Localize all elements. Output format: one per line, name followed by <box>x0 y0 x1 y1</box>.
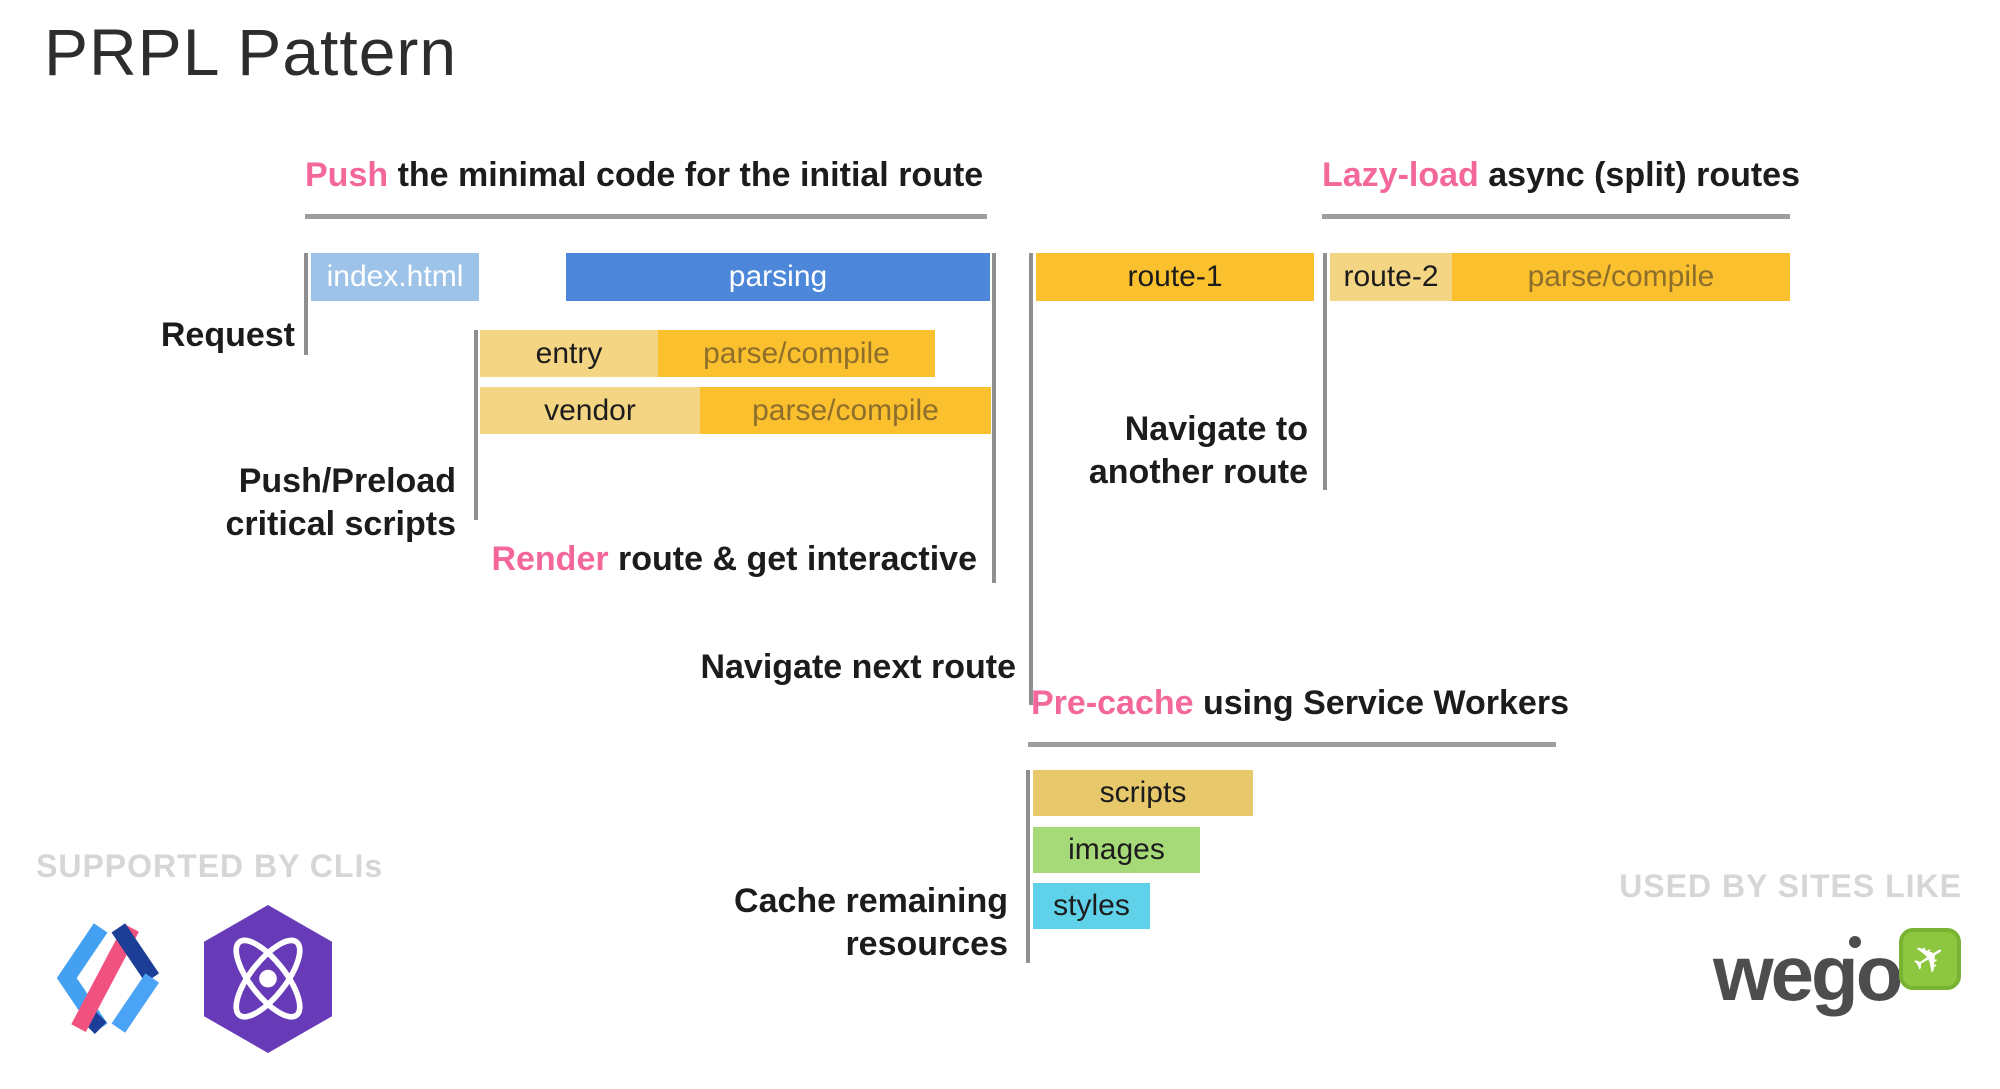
page-title: PRPL Pattern <box>44 15 458 89</box>
images-bar: images <box>1033 827 1200 873</box>
route-1-label: route-1 <box>1127 260 1223 293</box>
scripts-bar: scripts <box>1033 770 1253 816</box>
entry-parse-compile-label: parse/compile <box>703 336 890 370</box>
route-2-parse-compile-label: parse/compile <box>1527 260 1715 293</box>
used-by-sites-caption: USED BY SITES LIKE <box>1619 868 1962 904</box>
navigate-another-line1: Navigate to <box>1124 410 1308 448</box>
push-keyword: Push <box>305 156 389 194</box>
wego-logo: wego ✈ <box>1713 928 1963 1038</box>
styles-label: styles <box>1053 889 1130 922</box>
navigate-another-tick-line <box>1323 253 1327 490</box>
render-keyword: Render <box>491 540 609 578</box>
preact-logo-icon <box>202 905 334 1053</box>
route-2-label: route-2 <box>1343 260 1439 293</box>
cache-remaining-line1: Cache remaining <box>734 882 1008 920</box>
cache-tick-line <box>1026 770 1030 963</box>
scripts-label: scripts <box>1099 776 1187 809</box>
navigate-next-label: Navigate next route <box>700 648 1016 686</box>
images-label: images <box>1068 833 1165 866</box>
push-preload-line2: critical scripts <box>225 505 456 543</box>
navigate-another-line2: another route <box>1088 453 1308 491</box>
push-preload-tick-line <box>474 330 478 520</box>
navigate-another-label: Navigate to another route <box>1089 408 1308 494</box>
lazy-underline <box>1322 214 1790 219</box>
wego-dot <box>1849 936 1861 948</box>
push-section-heading: Push the minimal code for the initial ro… <box>305 156 983 195</box>
vendor-parse-compile-bar: parse/compile <box>700 387 991 434</box>
precache-section-heading: Pre-cache using Service Workers <box>1031 684 1569 723</box>
airplane-icon: ✈ <box>1904 931 1956 987</box>
route-2-parse-compile-bar: parse/compile <box>1452 253 1790 301</box>
vendor-label: vendor <box>544 393 636 427</box>
push-heading-rest: the minimal code for the initial route <box>388 156 984 194</box>
render-heading: Render route & get interactive <box>491 540 977 579</box>
lazy-heading-rest: async (split) routes <box>1478 156 1801 194</box>
parsing-bar: parsing <box>566 253 990 301</box>
cache-remaining-line2: resources <box>845 925 1008 963</box>
wego-wordmark: wego <box>1713 929 1903 1017</box>
entry-label: entry <box>535 336 603 370</box>
render-tick-line <box>992 253 996 583</box>
entry-bar: entry <box>480 330 658 377</box>
precache-underline <box>1028 742 1556 747</box>
polymer-logo-icon <box>42 922 177 1034</box>
wego-icon-box: ✈ <box>1899 928 1961 990</box>
route-1-bar: route-1 <box>1036 253 1314 301</box>
index-html-label: index.html <box>326 260 464 293</box>
vendor-parse-compile-label: parse/compile <box>752 393 939 427</box>
route-2-bar: route-2 <box>1330 253 1452 301</box>
precache-keyword: Pre-cache <box>1031 684 1194 722</box>
render-heading-rest: route & get interactive <box>608 540 977 578</box>
push-preload-label: Push/Preload critical scripts <box>225 460 456 546</box>
request-tick-line <box>304 253 308 355</box>
parsing-label: parsing <box>728 260 828 293</box>
navigate-next-tick-line <box>1029 253 1033 705</box>
push-preload-line1: Push/Preload <box>238 462 456 500</box>
lazy-section-heading: Lazy-load async (split) routes <box>1322 156 1800 195</box>
request-label: Request <box>160 316 295 354</box>
cache-remaining-label: Cache remaining resources <box>734 880 1008 966</box>
entry-parse-compile-bar: parse/compile <box>658 330 935 377</box>
supported-by-clis-caption: SUPPORTED BY CLIs <box>36 848 384 884</box>
index-html-bar: index.html <box>311 253 479 301</box>
lazy-keyword: Lazy-load <box>1322 156 1479 194</box>
vendor-bar: vendor <box>480 387 700 434</box>
styles-bar: styles <box>1033 883 1150 929</box>
push-underline <box>305 214 987 219</box>
precache-heading-rest: using Service Workers <box>1193 684 1569 722</box>
